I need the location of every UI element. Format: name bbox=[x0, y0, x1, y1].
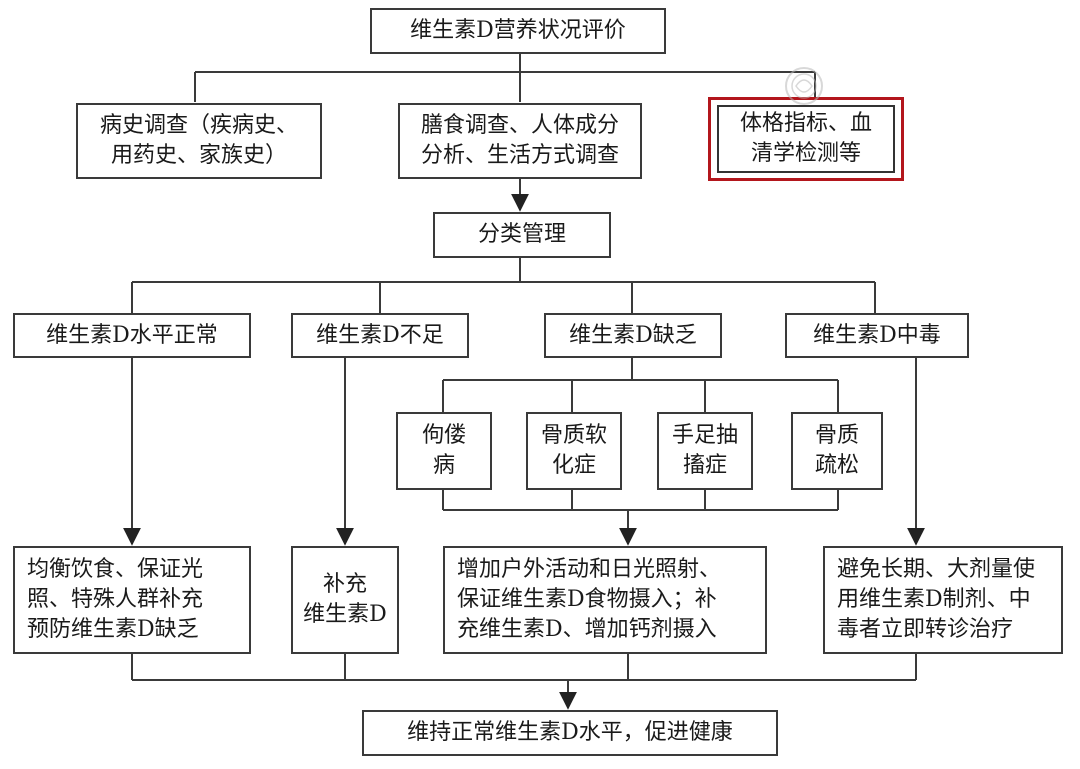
diet-label: 膳食调查、人体成分 分析、生活方式调查 bbox=[420, 113, 619, 168]
tetany-node: 手足抽 搐症 bbox=[657, 412, 753, 490]
action-insufficient-label: 补充 维生素D bbox=[303, 572, 387, 627]
goal-label: 维持正常维生素D水平，促进健康 bbox=[407, 720, 733, 745]
history-label: 病史调查（疾病史、 用药史、家族史） bbox=[99, 113, 298, 168]
action-normal-label: 均衡饮食、保证光 照、特殊人群补充 预防维生素D缺乏 bbox=[27, 557, 204, 642]
deficient-node: 维生素D缺乏 bbox=[544, 313, 722, 358]
root-label: 维生素D营养状况评价 bbox=[410, 18, 626, 43]
action-deficient-label: 增加户外活动和日光照射、 保证维生素D食物摄入；补 充维生素D、增加钙剂摄入 bbox=[457, 557, 722, 642]
toxicity-node: 维生素D中毒 bbox=[785, 313, 969, 358]
osteomalacia-label: 骨质软 化症 bbox=[540, 423, 607, 478]
physical-node: 体格指标、血 清学检测等 bbox=[717, 105, 895, 173]
osteomalacia-node: 骨质软 化症 bbox=[526, 412, 622, 490]
normal-label: 维生素D水平正常 bbox=[46, 322, 218, 348]
root-node: 维生素D营养状况评价 bbox=[370, 8, 666, 54]
toxicity-label: 维生素D中毒 bbox=[813, 322, 941, 348]
normal-node: 维生素D水平正常 bbox=[13, 313, 251, 358]
seal-logo-icon bbox=[785, 67, 823, 105]
action-insufficient-node: 补充 维生素D bbox=[291, 546, 399, 654]
tetany-label: 手足抽 搐症 bbox=[671, 423, 738, 478]
insufficient-node: 维生素D不足 bbox=[291, 313, 469, 358]
rickets-node: 佝偻 病 bbox=[396, 412, 492, 490]
osteoporosis-node: 骨质 疏松 bbox=[791, 412, 883, 490]
goal-node: 维持正常维生素D水平，促进健康 bbox=[362, 710, 778, 756]
osteoporosis-label: 骨质 疏松 bbox=[814, 423, 859, 478]
diet-node: 膳食调查、人体成分 分析、生活方式调查 bbox=[398, 103, 642, 179]
classify-label: 分类管理 bbox=[477, 222, 566, 247]
action-toxicity-label: 避免长期、大剂量使 用维生素D制剂、中 毒者立即转诊治疗 bbox=[837, 557, 1036, 642]
rickets-label: 佝偻 病 bbox=[421, 423, 466, 478]
physical-label: 体格指标、血 清学检测等 bbox=[739, 111, 872, 166]
action-normal-node: 均衡饮食、保证光 照、特殊人群补充 预防维生素D缺乏 bbox=[13, 546, 251, 654]
action-toxicity-node: 避免长期、大剂量使 用维生素D制剂、中 毒者立即转诊治疗 bbox=[823, 546, 1063, 654]
action-deficient-node: 增加户外活动和日光照射、 保证维生素D食物摄入；补 充维生素D、增加钙剂摄入 bbox=[443, 546, 767, 654]
history-node: 病史调查（疾病史、 用药史、家族史） bbox=[76, 103, 322, 179]
classify-node: 分类管理 bbox=[433, 212, 611, 258]
deficient-label: 维生素D缺乏 bbox=[569, 322, 697, 348]
insufficient-label: 维生素D不足 bbox=[316, 322, 444, 348]
physical-node-highlight: 体格指标、血 清学检测等 bbox=[708, 97, 904, 181]
